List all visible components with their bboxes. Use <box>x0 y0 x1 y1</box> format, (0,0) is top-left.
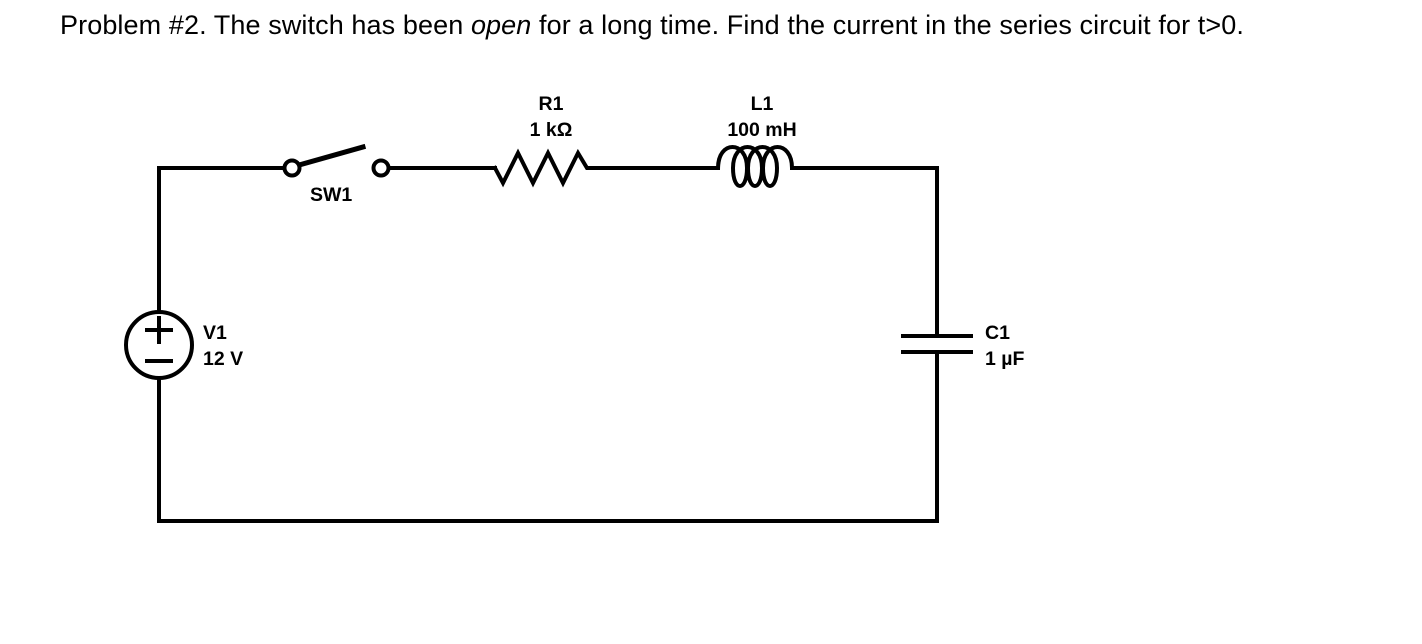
circuit-diagram: R1 1 kΩ L1 100 mH SW1 V1 12 V C1 1 µF <box>0 70 1422 644</box>
capacitor-c1-label: C1 1 µF <box>985 321 1024 372</box>
switch-sw1-lever <box>295 143 367 169</box>
voltage-source-v1-label: V1 12 V <box>203 321 243 372</box>
switch-sw1-left-terminal <box>282 158 302 178</box>
inductor-l1-symbol <box>715 145 807 188</box>
problem-statement: Problem #2. The switch has been open for… <box>60 8 1360 44</box>
circuit-schematic-canvas <box>124 143 973 523</box>
resistor-r1-designator: R1 <box>538 93 564 115</box>
resistor-r1-symbol <box>492 148 720 188</box>
problem-text-emphasis: open <box>470 10 532 40</box>
problem-text-prefix: Problem #2. The switch has been <box>60 10 471 40</box>
inductor-l1-label: L1 100 mH <box>727 92 796 143</box>
inductor-l1-designator: L1 <box>750 93 774 115</box>
resistor-r1-label: R1 1 kΩ <box>530 92 573 143</box>
inductor-l1-value: 100 mH <box>727 118 797 141</box>
switch-sw1-label: SW1 <box>310 183 352 209</box>
switch-sw1-right-terminal <box>371 158 391 178</box>
voltage-source-v1-circle <box>124 310 194 380</box>
voltage-source-v1-designator: V1 <box>203 322 227 344</box>
voltage-source-v1-value: 12 V <box>203 347 244 370</box>
resistor-r1-value: 1 kΩ <box>529 118 573 141</box>
switch-sw1-designator: SW1 <box>310 184 353 206</box>
capacitor-c1-value: 1 µF <box>985 347 1025 370</box>
capacitor-c1-designator: C1 <box>985 322 1010 344</box>
problem-text-suffix: for a long time. Find the current in the… <box>531 10 1244 40</box>
